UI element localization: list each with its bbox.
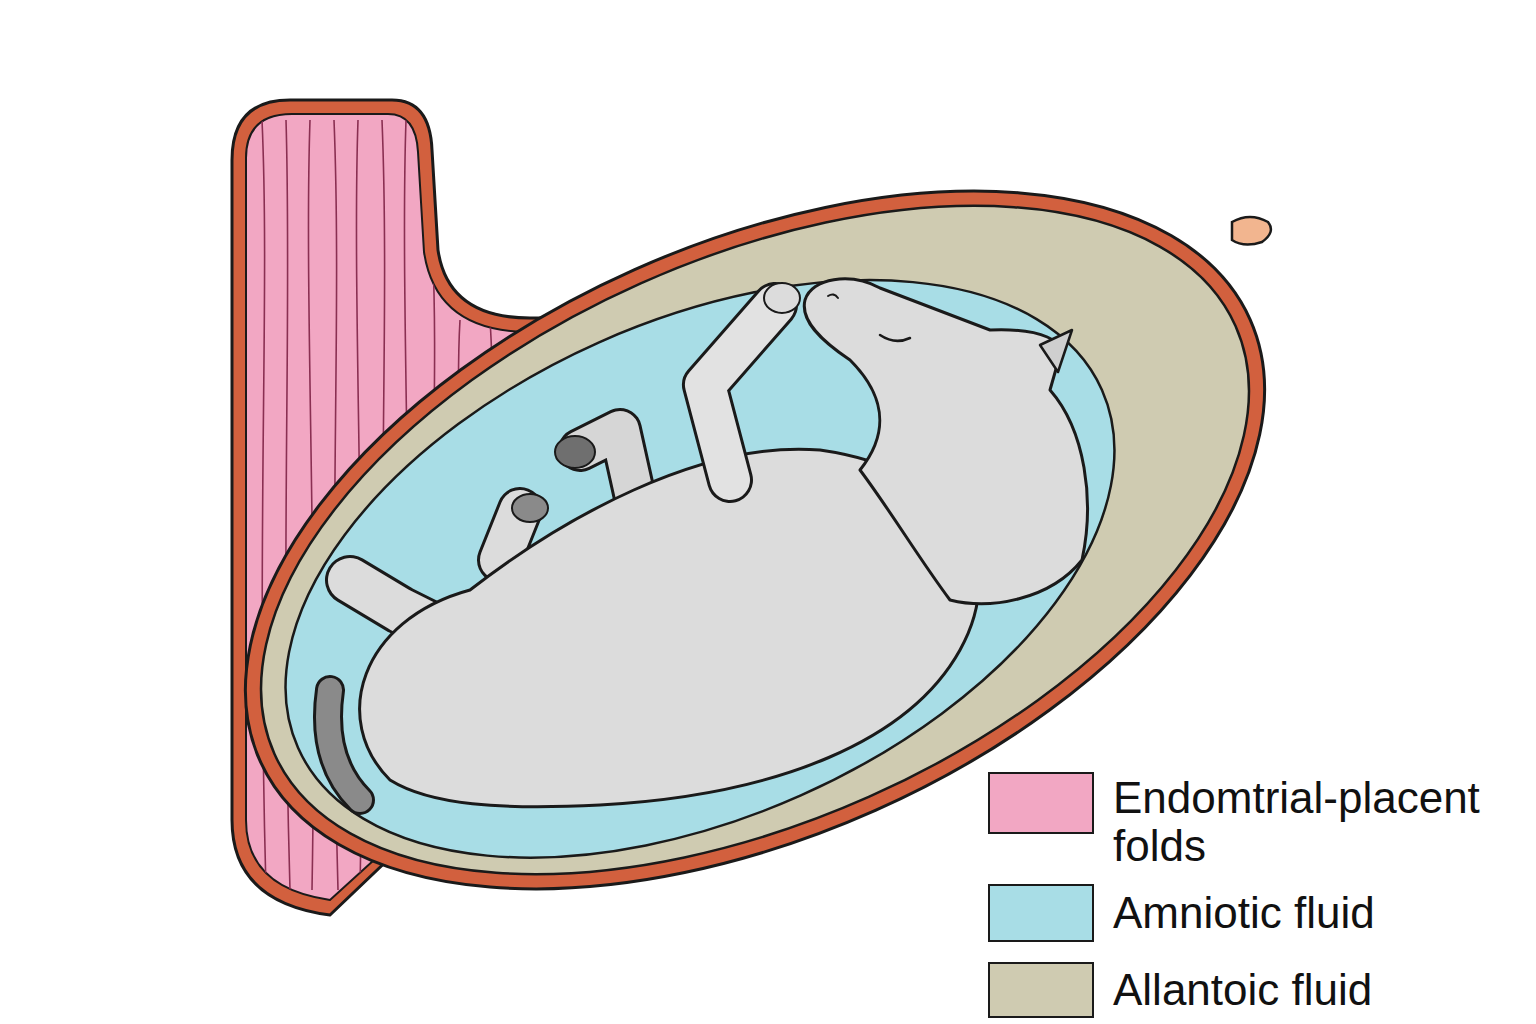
hoof bbox=[764, 283, 800, 313]
cervix-nub bbox=[1232, 217, 1271, 245]
nostril bbox=[828, 294, 838, 298]
ear bbox=[1040, 330, 1072, 372]
legend-label: Amniotic fluid bbox=[1113, 889, 1513, 937]
foal bbox=[328, 279, 1087, 807]
foal-head bbox=[804, 279, 1087, 604]
hoof bbox=[512, 494, 548, 522]
legend-swatch bbox=[988, 884, 1094, 942]
legend-label: Endomtrial-placent folds bbox=[1113, 774, 1513, 870]
legend-swatch bbox=[988, 772, 1094, 834]
foreleg bbox=[705, 305, 775, 480]
tail bbox=[328, 690, 360, 800]
legend-label: Allantoic fluid bbox=[1113, 966, 1513, 1014]
legend-swatch bbox=[988, 962, 1094, 1018]
closed-eye bbox=[880, 335, 910, 341]
tail bbox=[328, 690, 360, 800]
hoof bbox=[555, 436, 595, 468]
uterine-wall bbox=[139, 49, 1370, 1024]
amniotic-cavity bbox=[197, 163, 1203, 974]
foreleg bbox=[705, 305, 775, 480]
